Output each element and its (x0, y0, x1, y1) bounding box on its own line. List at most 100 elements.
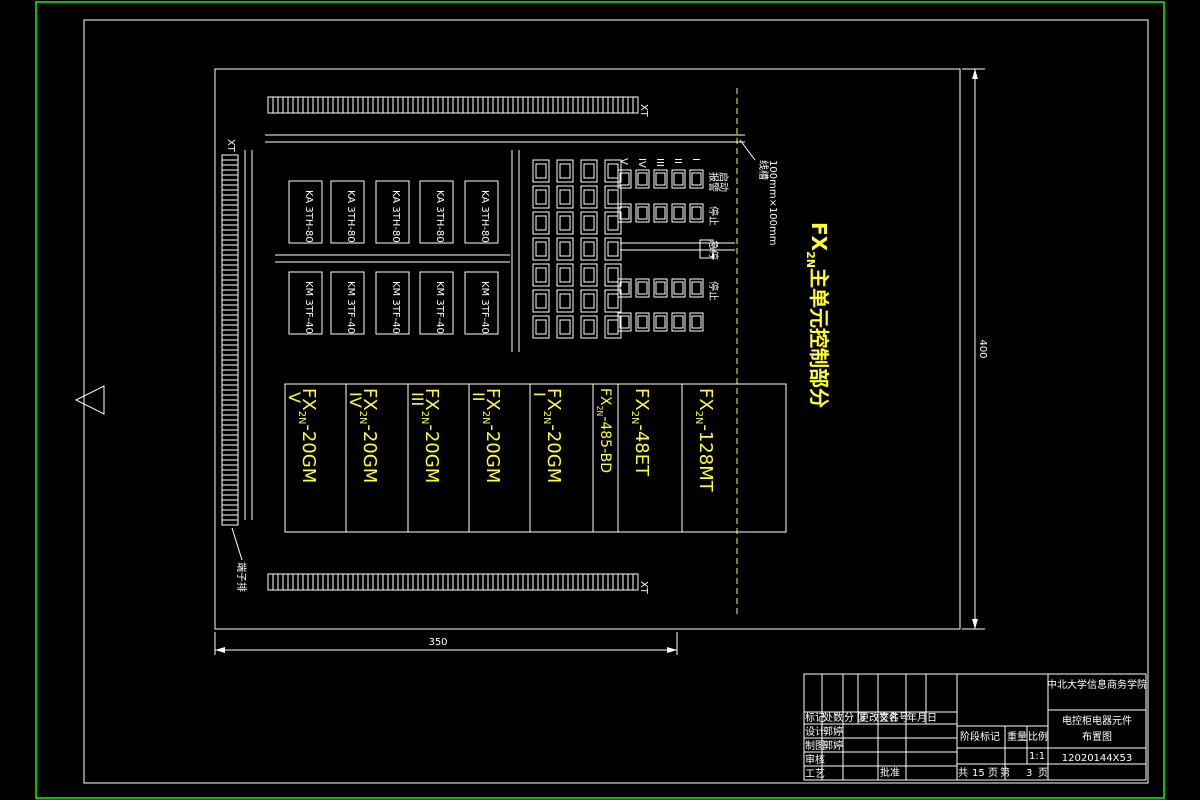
terminal-cell (556, 263, 574, 287)
module-label: FX2N-20GM (357, 388, 380, 483)
terminal-cell (580, 159, 598, 183)
module-suffix: -48ET (631, 424, 652, 477)
contactor-km-1 (288, 271, 323, 335)
lamp-cell (671, 312, 686, 332)
lamp-cell (653, 312, 668, 332)
terminal-cell (532, 159, 550, 183)
contactor-km-4 (419, 271, 454, 335)
lamp-roman-label: IV (636, 158, 647, 168)
module-label: FX2N-128MT (693, 388, 716, 493)
tb-drawing-name: 电控柜电器元件 (1062, 714, 1132, 727)
terminal-inner (607, 163, 619, 179)
contactor-km-label: KM 3TF-40 (390, 281, 401, 334)
terminal-cell (604, 159, 622, 183)
module-roman: V (285, 392, 304, 403)
terminal-inner (559, 319, 571, 335)
module-roman: IV (346, 392, 365, 408)
lamp-cell (617, 312, 632, 332)
terminal-inner (535, 163, 547, 179)
lamp-inner (655, 315, 666, 329)
left-strip-tag: XT (225, 139, 236, 153)
terminal-inner (535, 293, 547, 309)
module-label: FX2N-485-BD (595, 388, 613, 473)
terminal-inner (559, 215, 571, 231)
module-label: FX2N-20GM (296, 388, 319, 483)
terminal-inner (607, 319, 619, 335)
module-suffix: -128MT (695, 424, 716, 492)
lamp-inner (673, 206, 684, 220)
tb-drawing-name2: 布置图 (1082, 731, 1112, 743)
lamp-inner (619, 315, 630, 329)
terminal-inner (559, 189, 571, 205)
lamp-inner (637, 172, 648, 186)
module-suffix: -20GM (359, 424, 380, 483)
main-section-title: FX2N主单元控制部分 (804, 222, 831, 408)
lamp-inner (619, 172, 630, 186)
lamp-label: 停止 (707, 206, 720, 226)
lamp-inner (691, 172, 702, 186)
terminal-inner (535, 189, 547, 205)
terminal-cell (532, 185, 550, 209)
tb-weight-label: 重量 (1007, 730, 1027, 743)
tb-name: 郭婷 (823, 725, 843, 738)
terminal-cell (556, 289, 574, 313)
terminal-cell (604, 315, 622, 339)
lamp-label: 急停 (707, 240, 720, 260)
terminal-inner (559, 241, 571, 257)
relay-ka-label: KA 3TH-80 (390, 190, 401, 243)
terminal-inner (535, 241, 547, 257)
module-sub: 2N (595, 406, 604, 417)
module-base: FX (543, 388, 564, 411)
terminal-label: 端子排 (235, 562, 248, 592)
lamp-cell (689, 169, 704, 189)
lamp-inner (637, 281, 648, 295)
cabinet-panel (214, 68, 961, 630)
module-sub: 2N (693, 411, 704, 425)
tb-header-cell: 年月日 (907, 711, 937, 724)
lamp-inner (691, 281, 702, 295)
tb-sheet-value: 3 (1026, 768, 1032, 779)
lamp-cell (653, 203, 668, 223)
lamp-cell (635, 312, 650, 332)
module-suffix: -20GM (482, 424, 503, 483)
terminal-inner (559, 293, 571, 309)
tb-total-value: 15 (972, 768, 985, 779)
contactor-km-label: KM 3TF-40 (345, 281, 356, 334)
relay-ka-5 (464, 180, 499, 244)
tb-drawing-no: 12020144X53 (1062, 753, 1132, 764)
module-roman: III (408, 392, 427, 406)
terminal-inner (607, 215, 619, 231)
tb-role: 审核 (805, 753, 825, 766)
relay-ka-label: KA 3TH-80 (303, 190, 314, 243)
tb-total-label: 共 (958, 767, 968, 779)
terminal-cell (580, 185, 598, 209)
lamp-cell (689, 312, 704, 332)
contactor-km-5 (464, 271, 499, 335)
lamp-cell (617, 169, 632, 189)
lamp-cell (671, 169, 686, 189)
relay-ka-label: KA 3TH-80 (479, 190, 490, 243)
relay-ka-label: KA 3TH-80 (345, 190, 356, 243)
terminal-cell (580, 289, 598, 313)
tb-sheet-label: 第 (1000, 766, 1010, 779)
lamp-inner (619, 206, 630, 220)
dimension-height: 400 (962, 68, 988, 630)
lamp-inner (637, 206, 648, 220)
lamp-cell (689, 278, 704, 298)
terminal-inner (559, 267, 571, 283)
sheet-outer-border (35, 1, 1165, 799)
module-base: FX (631, 388, 652, 411)
module-sub: 2N (357, 411, 368, 425)
terminal-cell (532, 315, 550, 339)
orientation-mark (74, 385, 105, 415)
tb-role: 工艺 (805, 768, 825, 780)
contactor-km-3 (375, 271, 410, 335)
terminal-inner (583, 319, 595, 335)
terminal-cell (604, 185, 622, 209)
tb-header-cell: 分 区 (844, 712, 867, 724)
trunking-label: 线槽 (757, 160, 770, 180)
terminal-cell (580, 211, 598, 235)
